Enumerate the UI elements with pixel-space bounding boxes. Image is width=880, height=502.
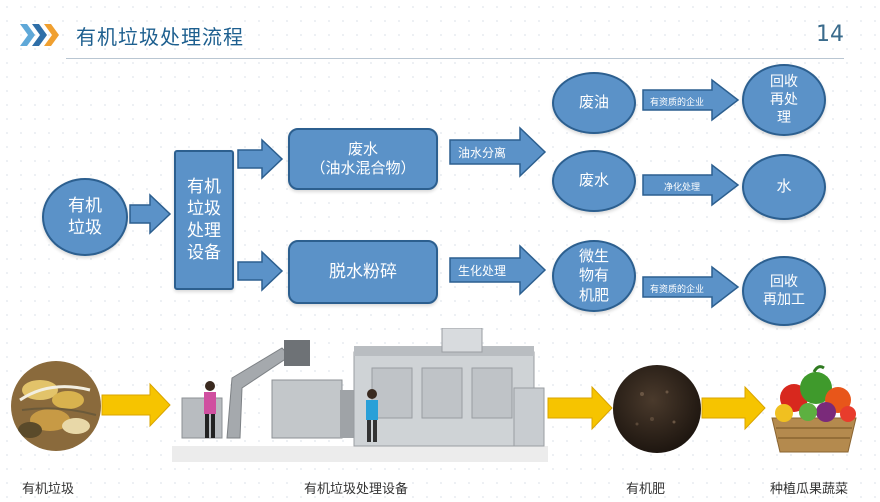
vegetables-basket-photo xyxy=(771,365,857,453)
arrow-equipment-to-dewater xyxy=(237,250,284,292)
node-wastewater: 废水 （油水混合物） xyxy=(288,128,438,190)
yellow-arrow-3 xyxy=(701,385,766,431)
arrow-biochemical xyxy=(449,244,547,296)
node-organic-waste: 有机 垃圾 xyxy=(42,178,128,256)
chevron-logo-icon xyxy=(20,24,59,46)
label-oil-water-separation: 油水分离 xyxy=(458,146,507,160)
bottom-label-equipment: 有机垃圾处理设备 xyxy=(304,482,409,497)
bottom-label-fertilizer: 有机肥 xyxy=(626,482,666,497)
bottom-label-vegetables: 种植瓜果蔬菜 xyxy=(770,482,849,497)
yellow-arrow-2 xyxy=(547,385,613,431)
node-microbial-fertilizer: 微生 物有 机肥 xyxy=(552,240,636,312)
node-recycle-process: 回收 再加工 xyxy=(742,256,826,326)
node-clean-water: 水 xyxy=(742,154,826,220)
label-biochemical: 生化处理 xyxy=(458,264,507,278)
arrow-equipment-to-wastewater xyxy=(237,138,284,180)
organic-waste-photo xyxy=(11,361,101,451)
node-waste-oil: 废油 xyxy=(552,72,636,134)
page-title: 有机垃圾处理流程 xyxy=(76,25,244,49)
arrow-oil-to-recycle xyxy=(642,78,740,122)
yellow-arrow-1 xyxy=(101,382,171,428)
arrow-oil-water-separation xyxy=(449,126,547,178)
arrow-purify xyxy=(642,163,740,207)
label-qualified-company-2: 有资质的企业 xyxy=(650,285,705,295)
organic-fertilizer-photo xyxy=(613,365,701,453)
header-divider xyxy=(66,58,844,59)
arrow-fertilizer-to-reprocess xyxy=(642,265,740,309)
node-waste-water: 废水 xyxy=(552,150,636,212)
node-dewater-crush: 脱水粉碎 xyxy=(288,240,438,304)
arrow-waste-to-equipment xyxy=(129,193,172,235)
label-purify: 净化处理 xyxy=(664,183,701,193)
node-processing-equipment: 有机 垃圾 处理 设备 xyxy=(174,150,234,290)
page-number: 14 xyxy=(816,22,844,47)
processing-equipment-photo xyxy=(172,328,548,462)
node-recycle-reprocess: 回收 再处 理 xyxy=(742,64,826,136)
bottom-label-organic-waste: 有机垃圾 xyxy=(22,482,75,497)
label-qualified-company-1: 有资质的企业 xyxy=(650,98,705,108)
